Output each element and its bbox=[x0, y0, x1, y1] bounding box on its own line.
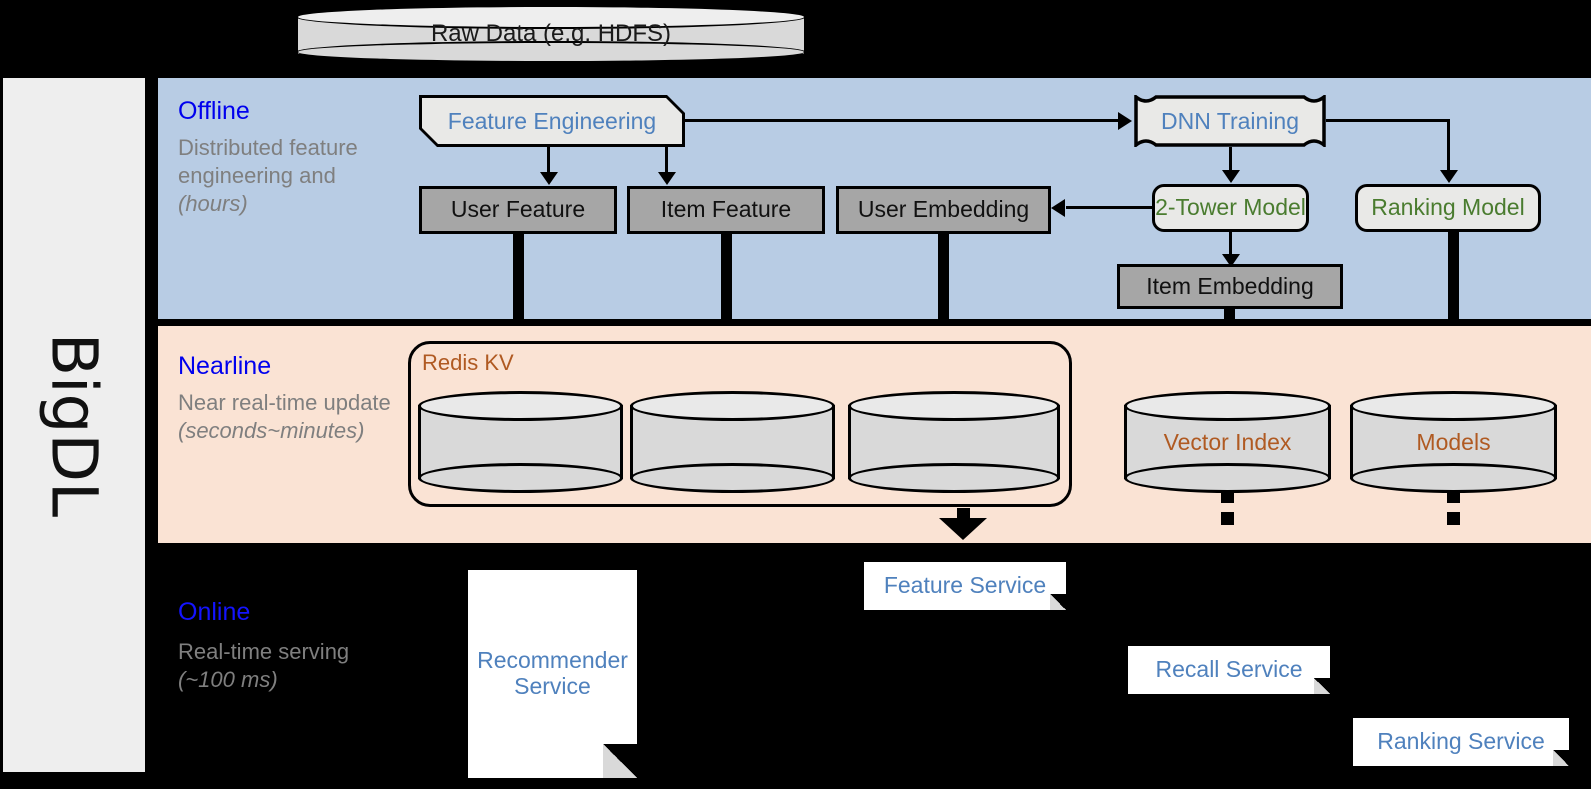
ranking-service-label: Ranking Service bbox=[1377, 728, 1545, 755]
ranking-model-label: Ranking Model bbox=[1371, 194, 1525, 221]
feature-service-box[interactable]: Feature Service bbox=[864, 562, 1066, 610]
connector-feature-service-head bbox=[939, 518, 987, 540]
arrow-fe-dnn-line bbox=[685, 119, 1119, 122]
online-subtitle-text: Real-time serving bbox=[178, 639, 350, 664]
nearline-subtitle-text: Near real-time update bbox=[178, 390, 391, 415]
recall-service-label: Recall Service bbox=[1155, 656, 1303, 683]
user-embedding-box[interactable]: User Embedding bbox=[836, 186, 1051, 234]
item-embedding-box[interactable]: Item Embedding bbox=[1117, 264, 1343, 309]
feature-engineering-box[interactable]: Feature Engineering bbox=[419, 95, 685, 147]
arrow-rawdata-fe-line bbox=[549, 63, 554, 81]
redis-store-1-label bbox=[418, 391, 623, 493]
pipe-userembedding-store3 bbox=[938, 234, 949, 382]
dnn-training-label-wrap: DNN Training bbox=[1134, 95, 1326, 147]
dogear-icon bbox=[1050, 594, 1066, 610]
arrow-fe-userfeature-head bbox=[540, 172, 558, 185]
raw-data-label: Raw Data (e.g. HDFS) bbox=[430, 20, 672, 47]
vector-index-label: Vector Index bbox=[1163, 428, 1292, 455]
nearline-subtitle-italic: (seconds~minutes) bbox=[178, 418, 365, 444]
cylinder-top bbox=[630, 391, 835, 421]
connector-feature-service-square bbox=[957, 508, 970, 521]
online-subtitle: Real-time serving (~100 ms) bbox=[178, 638, 393, 694]
redis-store-2-label bbox=[630, 391, 835, 493]
cylinder-bottom bbox=[848, 463, 1060, 493]
arrow-dnn-ranking-h bbox=[1326, 119, 1450, 122]
connector-vector-index-square-2 bbox=[1221, 512, 1234, 525]
arrow-dnn-ranking-v bbox=[1447, 119, 1450, 172]
offline-subtitle-italic: (hours) bbox=[178, 191, 248, 217]
arrow-twotower-itememb-line bbox=[1229, 232, 1232, 257]
redis-store-2[interactable] bbox=[630, 391, 835, 493]
item-embedding-label: Item Embedding bbox=[1146, 272, 1314, 299]
redis-store-3-label bbox=[848, 391, 1060, 493]
ranking-model-box[interactable]: Ranking Model bbox=[1355, 184, 1541, 232]
nearline-subtitle: Near real-time update (seconds~minutes) bbox=[178, 389, 393, 445]
user-feature-box[interactable]: User Feature bbox=[419, 186, 617, 234]
dnn-training-shape bbox=[1134, 95, 1326, 147]
online-subtitle-italic: (~100 ms) bbox=[178, 667, 278, 693]
pipe-rankingmodel-models bbox=[1448, 232, 1459, 384]
arrow-twotower-userembedding-head bbox=[1051, 199, 1065, 217]
redis-store-3[interactable] bbox=[848, 391, 1060, 493]
models-cylinder[interactable]: Models bbox=[1350, 391, 1557, 493]
arrow-fe-itemfeature-line bbox=[665, 147, 668, 175]
arrow-fe-itemfeature-head bbox=[658, 172, 676, 185]
redis-store-1[interactable] bbox=[418, 391, 623, 493]
online-title: Online bbox=[178, 598, 251, 626]
redis-kv-group bbox=[408, 341, 1072, 507]
raw-data-cylinder: Raw Data (e.g. HDFS) bbox=[296, 5, 806, 63]
connector-models-square-1 bbox=[1447, 490, 1460, 503]
arrow-twotower-itememb-head bbox=[1222, 254, 1240, 267]
bigdl-rail: BigDL bbox=[3, 78, 145, 772]
item-feature-box[interactable]: Item Feature bbox=[627, 186, 825, 234]
arrow-twotower-userembedding-line bbox=[1066, 206, 1154, 209]
feature-engineering-label: Feature Engineering bbox=[447, 107, 657, 134]
nearline-title: Nearline bbox=[178, 352, 272, 380]
dogear-icon bbox=[603, 744, 637, 778]
pipe-userfeature-store1 bbox=[513, 234, 524, 382]
arrow-dnn-twotower-line bbox=[1229, 147, 1232, 172]
ranking-service-box[interactable]: Ranking Service bbox=[1353, 718, 1569, 766]
recall-service-box[interactable]: Recall Service bbox=[1128, 646, 1330, 694]
bigdl-label: BigDL bbox=[37, 332, 111, 518]
connector-vector-index-square-1 bbox=[1221, 490, 1234, 503]
cylinder-top bbox=[1124, 391, 1331, 421]
offline-title: Offline bbox=[178, 97, 250, 125]
user-feature-label: User Feature bbox=[450, 196, 586, 223]
models-label: Models bbox=[1416, 428, 1491, 455]
arrow-fe-dnn-head bbox=[1118, 112, 1132, 130]
vector-index-cylinder[interactable]: Vector Index bbox=[1124, 391, 1331, 493]
feature-service-label: Feature Service bbox=[883, 572, 1047, 599]
feature-engineering-label-wrap: Feature Engineering bbox=[422, 98, 682, 144]
two-tower-model-box[interactable]: 2-Tower Model bbox=[1152, 184, 1309, 232]
redis-kv-label: Redis KV bbox=[422, 350, 514, 375]
recommender-service-box[interactable]: Recommender Service bbox=[468, 570, 637, 778]
cylinder-top bbox=[296, 5, 806, 29]
cylinder-top bbox=[1350, 391, 1557, 421]
pipe-itemfeature-store2 bbox=[721, 234, 732, 382]
offline-subtitle-text: Distributed feature engineering and bbox=[178, 135, 358, 189]
dogear-icon bbox=[1553, 750, 1569, 766]
offline-subtitle: Distributed feature engineering and (hou… bbox=[178, 134, 393, 218]
dnn-training-label: DNN Training bbox=[1160, 107, 1300, 134]
user-embedding-label: User Embedding bbox=[857, 196, 1030, 223]
cylinder-bottom bbox=[418, 463, 623, 493]
cylinder-bottom bbox=[630, 463, 835, 493]
item-feature-label: Item Feature bbox=[660, 196, 792, 223]
cylinder-bottom bbox=[296, 41, 806, 63]
arrow-dnn-ranking-head bbox=[1440, 170, 1458, 183]
dogear-icon bbox=[1314, 678, 1330, 694]
cylinder-top bbox=[418, 391, 623, 421]
two-tower-model-label: 2-Tower Model bbox=[1155, 194, 1306, 221]
arrow-fe-userfeature-line bbox=[547, 147, 550, 175]
dnn-training-box[interactable]: DNN Training bbox=[1134, 95, 1326, 147]
arrow-dnn-twotower-head bbox=[1222, 170, 1240, 183]
recommender-service-label: Recommender Service bbox=[477, 647, 628, 699]
cylinder-top bbox=[848, 391, 1060, 421]
connector-models-square-2 bbox=[1447, 512, 1460, 525]
